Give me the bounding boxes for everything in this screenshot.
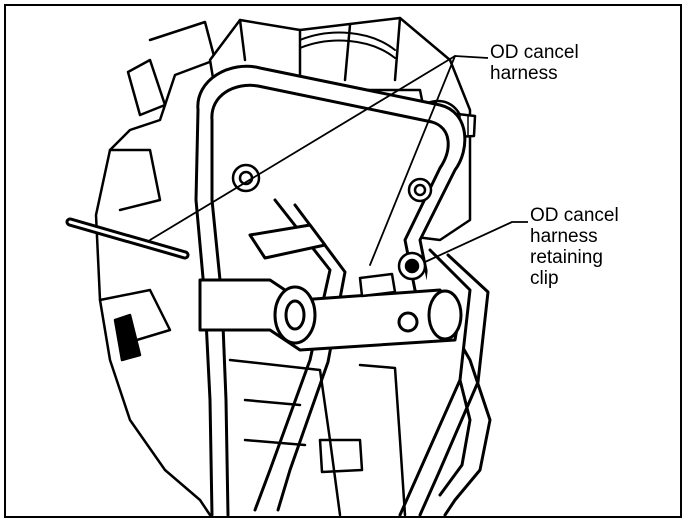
fasteners — [231, 163, 433, 203]
lower-body — [228, 358, 407, 517]
left-bracket-housing — [94, 20, 217, 517]
linkage-rod-left — [253, 198, 347, 512]
callout-od-cancel-harness: OD cancel harness — [488, 42, 581, 84]
leader-lines — [149, 55, 529, 266]
pivot-shaft — [198, 223, 463, 352]
retaining-clip — [358, 251, 427, 298]
callout-od-cancel-harness-retaining-clip: OD cancel harness retaining clip — [528, 205, 621, 289]
